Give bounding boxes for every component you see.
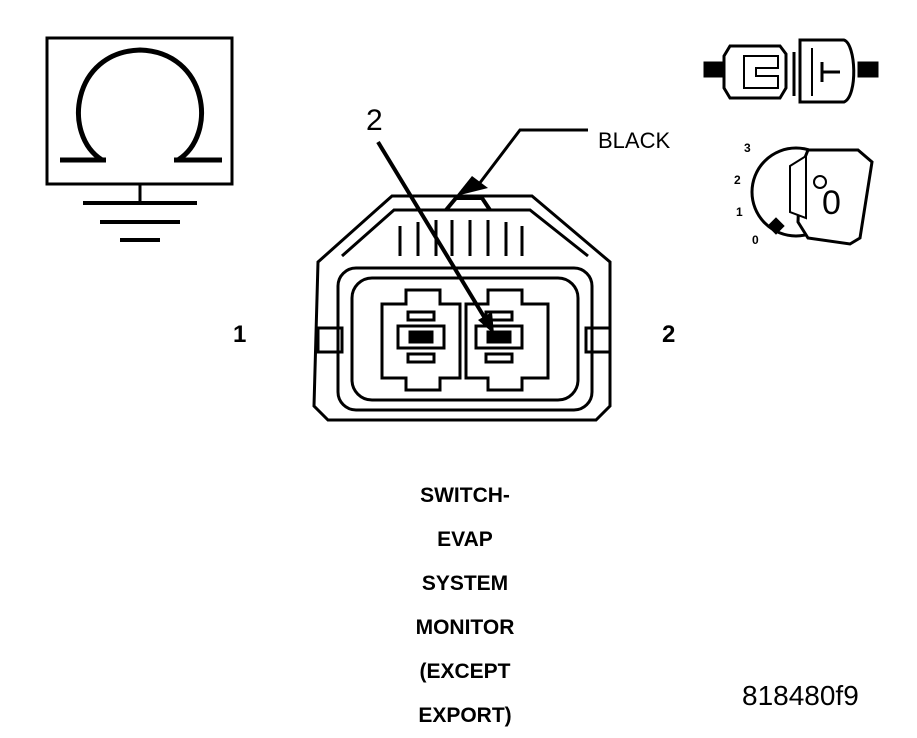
- terminal-cavities: [380, 288, 550, 392]
- figure-id: 818480f9: [742, 680, 859, 711]
- caption-line: SWITCH-: [420, 484, 510, 507]
- ignition-key-off-icon: [750, 146, 874, 246]
- component-caption: SWITCH- EVAP SYSTEM MONITOR (EXCEPT EXPO…: [360, 474, 570, 738]
- terminal-2-label: 2: [662, 321, 675, 348]
- terminal-callout: 2: [366, 104, 494, 334]
- ohmmeter-ground-icon: [45, 36, 234, 242]
- key-position-3-label: 3: [744, 141, 751, 155]
- caption-line: (EXCEPT: [419, 660, 511, 683]
- connector-housing: [312, 194, 612, 422]
- wire-color-callout: BLACK: [456, 128, 670, 196]
- caption-line: MONITOR: [415, 616, 515, 639]
- caption-line: EXPORT): [418, 704, 512, 727]
- key-position-1-label: 1: [736, 205, 743, 219]
- key-position-glyph: 0: [822, 184, 841, 222]
- connector-disconnect-icon: [703, 38, 879, 104]
- caption-line: SYSTEM: [421, 572, 509, 595]
- caption-line: EVAP: [437, 528, 493, 551]
- key-position-2-label: 2: [734, 173, 741, 187]
- wire-color-label: BLACK: [598, 128, 670, 153]
- terminal-1-label: 1: [233, 321, 246, 348]
- callout-number-label: 2: [366, 104, 383, 137]
- key-position-0-label: 0: [752, 233, 759, 247]
